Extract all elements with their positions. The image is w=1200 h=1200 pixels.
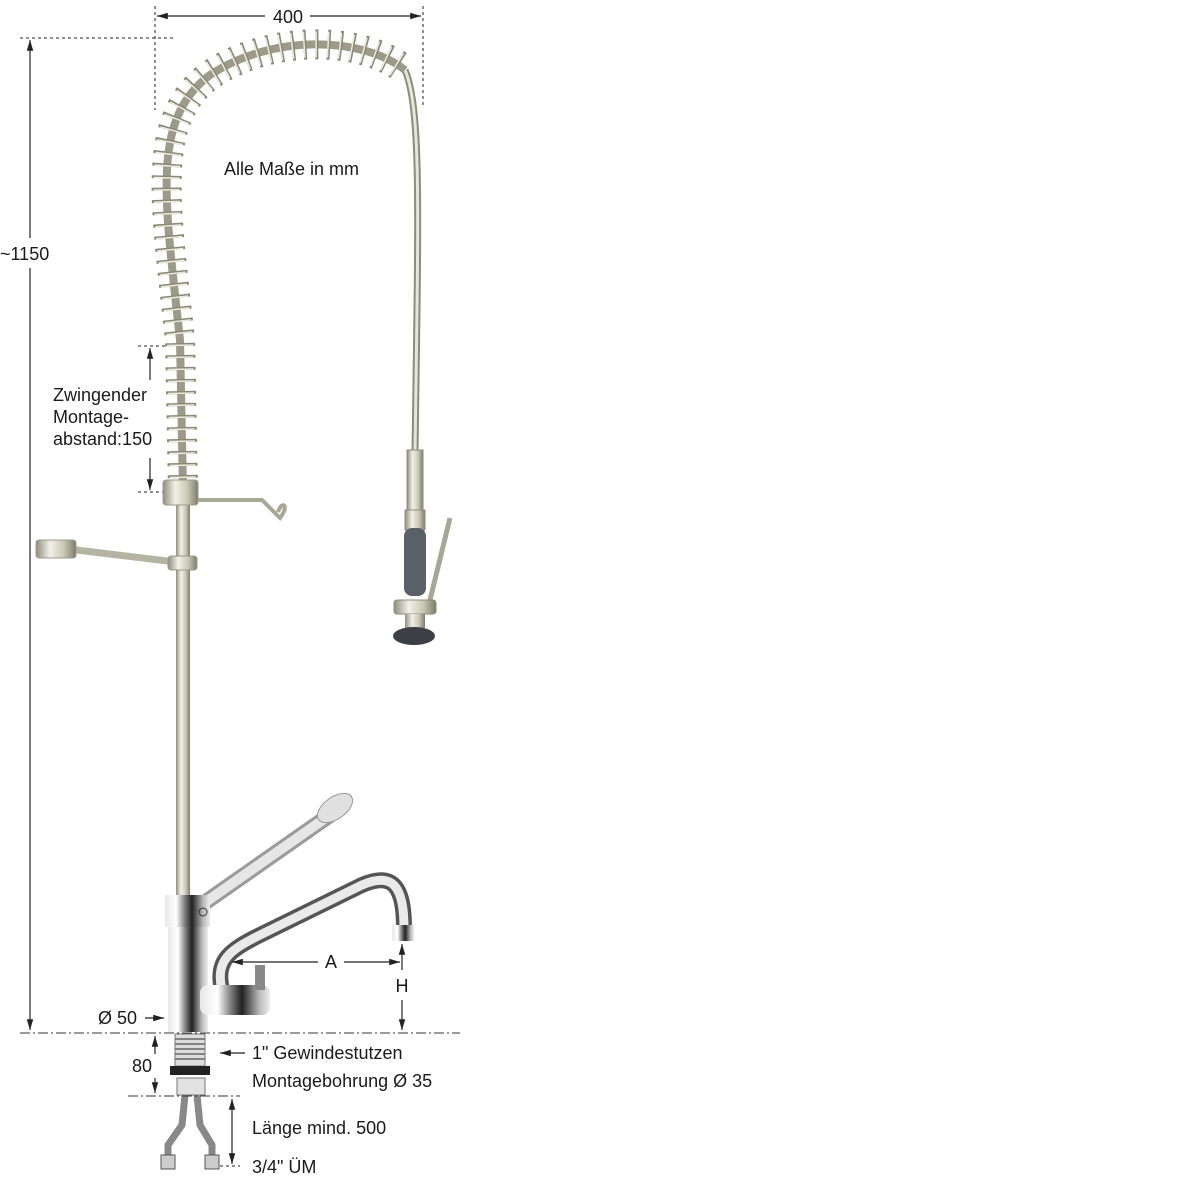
width-label: 400 bbox=[273, 7, 303, 27]
thread-stud-label: 1" Gewindestutzen bbox=[252, 1043, 402, 1063]
dimension-spout: A H bbox=[232, 944, 409, 1030]
connection-label: 3/4" ÜM bbox=[252, 1157, 316, 1177]
mounting-distance-line3: abstand:150 bbox=[53, 429, 152, 449]
hose-length-label: Länge mind. 500 bbox=[252, 1118, 386, 1138]
dimension-hose: Länge mind. 500 3/4" ÜM bbox=[220, 1099, 386, 1177]
height-label: ~1150 bbox=[0, 244, 49, 264]
dimension-diameter: Ø 50 bbox=[98, 1008, 164, 1028]
mounting-distance-line2: Montage- bbox=[53, 407, 129, 427]
dimension-height: ~1150 bbox=[0, 37, 175, 1030]
faucet-body bbox=[165, 792, 414, 1032]
dimension-stud: 80 1" Gewindestutzen Montagebohrung Ø 35 bbox=[128, 1036, 432, 1097]
mounting-distance-line1: Zwingender bbox=[53, 385, 147, 405]
diameter-label: Ø 50 bbox=[98, 1008, 137, 1028]
dimension-mounting-distance: Zwingender Montage- abstand:150 bbox=[53, 345, 168, 493]
spout-height-label: H bbox=[396, 976, 409, 996]
spring-hose bbox=[151, 29, 422, 491]
spray-gun bbox=[393, 449, 453, 645]
mounting-hole-label: Montagebohrung Ø 35 bbox=[252, 1071, 432, 1091]
units-note: Alle Maße in mm bbox=[224, 159, 359, 179]
support-pole bbox=[35, 479, 287, 900]
stud-length-label: 80 bbox=[132, 1056, 152, 1076]
thread-stud bbox=[160, 1033, 220, 1170]
spout-reach-label: A bbox=[325, 952, 337, 972]
dimension-width: 400 bbox=[154, 6, 424, 110]
